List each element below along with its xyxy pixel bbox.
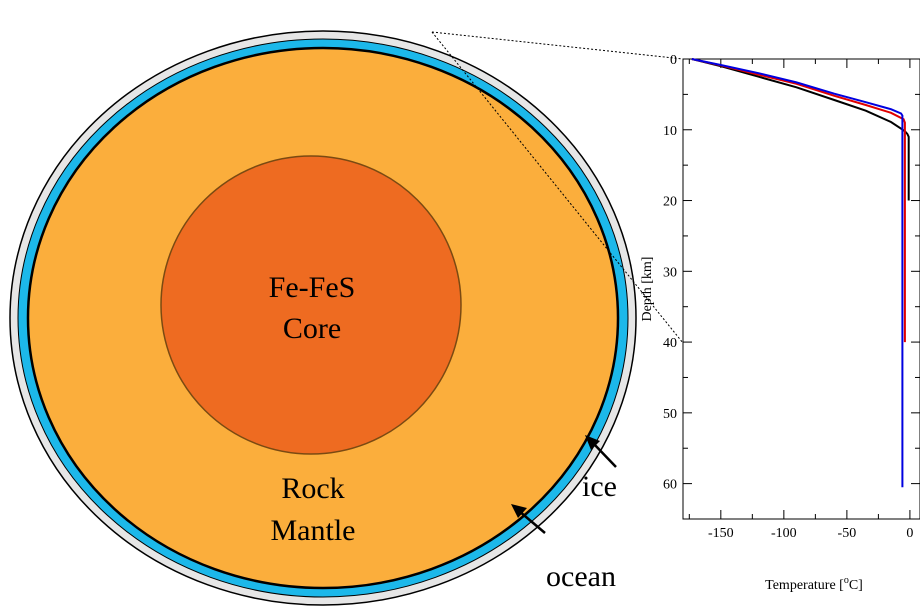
series-line-3	[691, 58, 904, 488]
x-tick-label: -150	[708, 526, 734, 541]
y-tick-label: 10	[663, 124, 677, 139]
x-tick-label: -50	[838, 526, 857, 541]
series-layer	[691, 58, 910, 488]
y-tick-label: 20	[663, 195, 677, 210]
x-axis-title: Temperature [oC]	[765, 575, 863, 593]
y-tick-label: 40	[663, 336, 677, 351]
ice-arrow	[585, 435, 617, 468]
y-tick-label: 50	[663, 407, 677, 422]
x-tick-label: 0	[906, 526, 913, 541]
planet-cross-section	[9, 30, 637, 606]
series-line-2	[691, 58, 906, 343]
temperature-depth-chart: -150 -100 -50 0 0 10 20 30 40 50 60 Temperature […	[640, 53, 920, 593]
y-tick-label: 60	[663, 478, 677, 493]
y-axis-ticks: 0 10 20 30 40 50 60	[663, 53, 920, 520]
plot-frame	[682, 58, 920, 520]
core-label-line1: Fe-FeS	[269, 271, 356, 304]
y-axis-title: Depth [km]	[640, 257, 655, 322]
x-tick-label: -100	[771, 526, 797, 541]
ocean-arrow	[511, 504, 546, 534]
x-axis-ticks: -150 -100 -50 0	[688, 59, 913, 541]
fe-fes-core	[160, 155, 462, 455]
y-tick-label: 30	[663, 265, 677, 280]
zoom-line-top	[431, 31, 684, 60]
ocean-label: ocean	[546, 560, 616, 593]
series-line-1	[691, 58, 910, 201]
mantle-label-line1: Rock	[281, 472, 344, 505]
mantle-label-line2: Mantle	[271, 514, 356, 547]
y-tick-label: 0	[670, 53, 677, 68]
zoom-line-bottom	[431, 31, 684, 344]
core-label-line2: Core	[283, 312, 341, 345]
zoom-leader-lines	[431, 31, 684, 344]
ice-label: ice	[582, 470, 617, 503]
